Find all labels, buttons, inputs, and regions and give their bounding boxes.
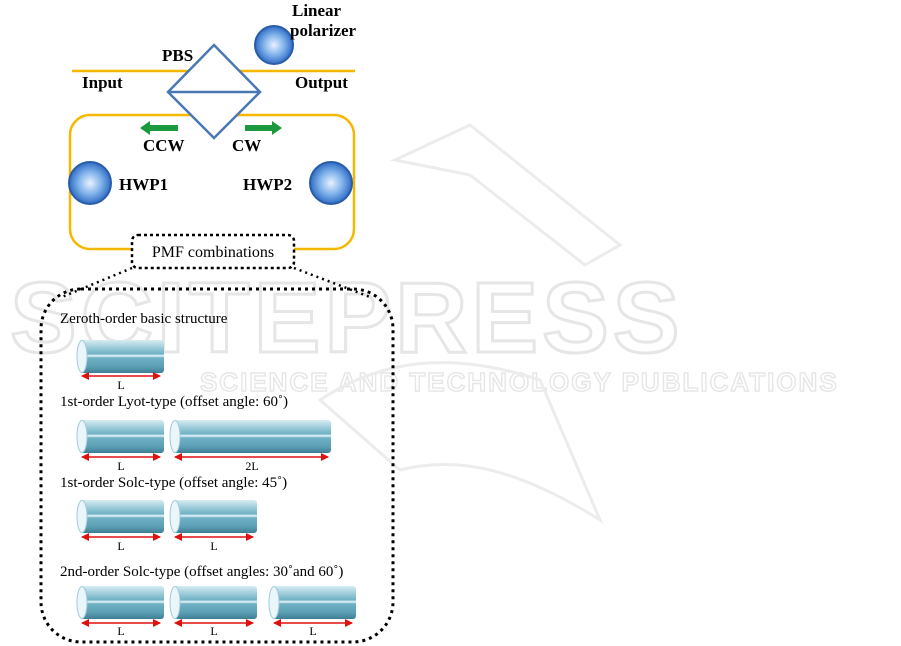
hwp1-icon [69,162,111,204]
length-label: L [117,539,124,553]
cw-arrow-icon [245,121,282,135]
polarizer-label-line2: polarizer [290,21,357,40]
input-label: Input [82,73,123,92]
fiber-cylinder [269,586,356,619]
watermark-sub: SCIENCE AND TECHNOLOGY PUBLICATIONS [200,367,839,397]
length-label: 2L [245,459,258,473]
fiber-cylinder [170,500,257,533]
linear-polarizer-icon [255,26,293,64]
length-label: L [210,539,217,553]
output-label: Output [295,73,348,92]
hwp2-icon [310,162,352,204]
length-label: L [309,624,316,638]
ccw-label: CCW [143,136,185,155]
hwp2-label: HWP2 [243,175,292,194]
polarizer-label-line1: Linear [292,1,342,20]
section-title-zeroth: Zeroth-order basic structure [60,311,228,327]
fiber-cylinder [170,586,257,619]
length-label: L [210,624,217,638]
cw-label: CW [232,136,261,155]
fiber-cylinder [77,340,164,373]
section-title-lyot: 1st-order Lyot-type (offset angle: 60˚) [60,394,288,410]
length-label: L [117,378,124,392]
pmf-combinations-label: PMF combinations [152,244,274,261]
watermark-logo [395,125,620,265]
pbs-label: PBS [162,46,193,65]
length-label: L [117,459,124,473]
fiber-cylinder [77,500,164,533]
fiber-cylinder [77,586,164,619]
section-title-solc2: 2nd-order Solc-type (offset angles: 30˚a… [60,564,343,580]
section-title-solc1: 1st-order Solc-type (offset angle: 45˚) [60,475,287,491]
fiber-cylinder [77,420,164,453]
length-label: L [117,624,124,638]
fiber-cylinder [170,420,331,453]
ccw-arrow-icon [140,121,178,135]
hwp1-label: HWP1 [119,175,168,194]
